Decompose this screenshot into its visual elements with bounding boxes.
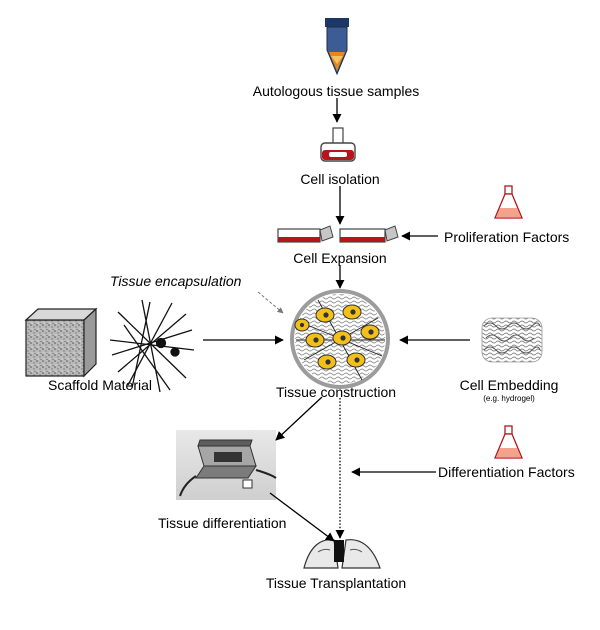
tissue-construct-icon: [290, 289, 390, 389]
hydrogel-fibre-icon: [481, 317, 543, 363]
label-hydrogel-note: (e.g. hydrogel): [483, 394, 535, 403]
label-tissue-differentiation: Tissue differentiation: [158, 515, 287, 531]
isolation-dish-icon: [320, 127, 356, 162]
label-cell-embedding: Cell Embedding: [459, 377, 559, 393]
culture-flask-icon: [339, 225, 399, 243]
flow-arrows: [203, 98, 470, 542]
hands-transplant-icon: [303, 539, 381, 569]
label-cell-expansion: Cell Expansion: [293, 250, 387, 266]
label-tissue-encapsulation: Tissue encapsulation: [110, 273, 242, 289]
culture-flask-icon: [277, 225, 334, 243]
label-cell-isolation: Cell isolation: [300, 171, 380, 187]
arrow-to-differentiation: [275, 396, 323, 441]
bioreactor-device-icon: [176, 430, 277, 500]
label-tissue-construction: Tissue construction: [275, 384, 397, 400]
erlenmeyer-flask-icon: [494, 185, 523, 219]
label-tissue-transplantation: Tissue Transplantation: [265, 575, 407, 591]
arrow-differentiation-to-transplant: [269, 492, 335, 542]
label-differentiation-factors: Differentiation Factors: [438, 464, 575, 480]
label-proliferation-factors: Proliferation Factors: [444, 229, 570, 245]
fibre-network-icon: [109, 299, 195, 393]
erlenmeyer-flask-icon: [494, 425, 523, 459]
centrifuge-tube-icon: [325, 18, 349, 76]
scaffold-cube-icon: [24, 307, 98, 378]
label-scaffold-material: Scaffold Material: [47, 377, 153, 393]
label-autologous-samples: Autologous tissue samples: [252, 83, 420, 99]
arrow-encapsulation: [257, 291, 284, 314]
